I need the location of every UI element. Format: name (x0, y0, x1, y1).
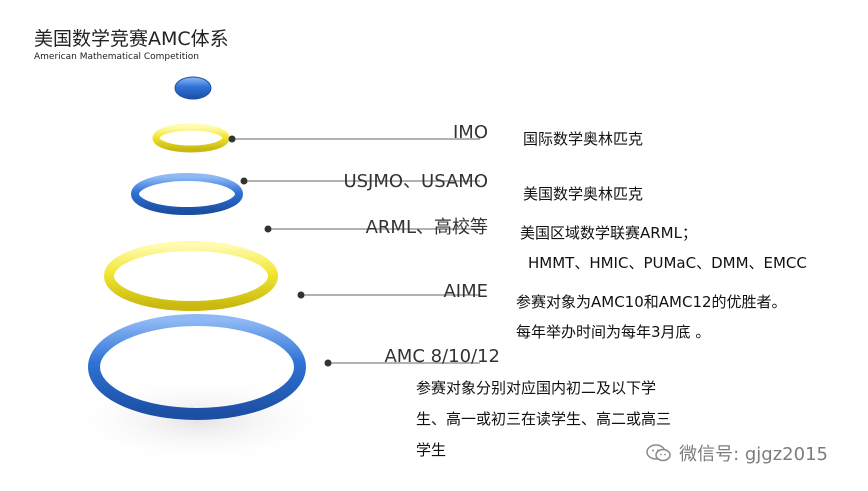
page-title: 美国数学竞赛AMC体系 (34, 28, 229, 50)
leader-dot-imo (228, 135, 236, 143)
desc-line: 美国区域数学联赛ARML； (520, 224, 697, 242)
level-desc-usamo: 美国数学奥林匹克 (523, 179, 643, 209)
level-desc-arml: 美国区域数学联赛ARML； HMMT、HMIC、PUMaC、DMM、EMCC (520, 218, 807, 278)
level-label-arml: ARML、高校等 (365, 217, 488, 238)
desc-line: 生、高一或初三在读学生、高二或高三 (416, 410, 672, 428)
leader-dot-arml (264, 225, 272, 233)
level-desc-imo: 国际数学奥林匹克 (523, 124, 643, 154)
wechat-icon (646, 444, 671, 462)
ring-amc (88, 314, 306, 420)
desc-line: 美国数学奥林匹克 (523, 185, 644, 203)
level-label-amc: AMC 8/10/12 (384, 346, 500, 367)
level-label-aime: AIME (443, 281, 488, 302)
watermark-text: 微信号: gjgz2015 (679, 444, 828, 465)
top-pill (174, 76, 212, 100)
leader-dot-aime (297, 291, 305, 299)
level-label-imo: IMO (452, 122, 488, 143)
level-desc-amc: 参赛对象分别对应国内初二及以下学 生、高一或初三在读学生、高二或高三 学生 (416, 373, 671, 466)
level-label-usamo: USJMO、USAMO (343, 171, 488, 192)
page-subtitle: American Mathematical Competition (34, 52, 199, 62)
desc-line: 每年举办时间为每年3月底 。 (516, 323, 711, 341)
desc-line: 参赛对象为AMC10和AMC12的优胜者。 (516, 293, 787, 311)
desc-line: 国际数学奥林匹克 (523, 130, 644, 148)
level-desc-aime: 参赛对象为AMC10和AMC12的优胜者。 每年举办时间为每年3月底 。 (516, 287, 787, 347)
desc-line: 参赛对象分别对应国内初二及以下学 (416, 379, 657, 397)
watermark: 微信号: gjgz2015 (645, 440, 828, 466)
ring-usamo (131, 173, 243, 215)
leader-dot-amc (324, 359, 332, 367)
leader-dot-usamo (240, 177, 248, 185)
ring-aime (104, 241, 278, 311)
desc-line: HMMT、HMIC、PUMaC、DMM、EMCC (528, 254, 807, 272)
ring-imo (152, 123, 230, 153)
desc-line: 学生 (416, 441, 447, 459)
